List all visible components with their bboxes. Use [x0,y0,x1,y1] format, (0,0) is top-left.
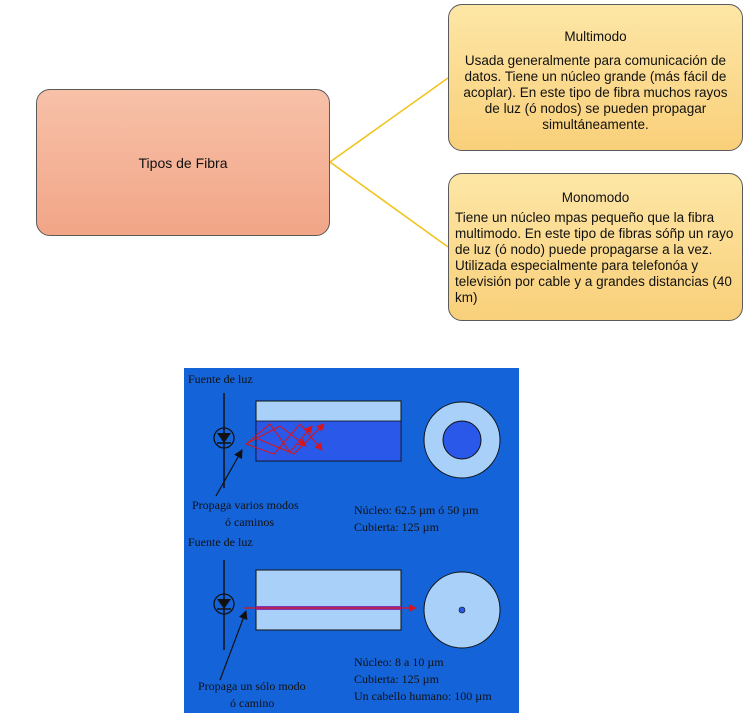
monomodo-description: Tiene un núcleo mpas pequeño que la fibr… [455,210,734,305]
multimode-light-rays [245,423,325,455]
multimode-cladding-spec: Cubierta: 125 µm [354,520,440,534]
multimode-core-cross-section [442,420,482,460]
singlemode-core-cross-section [458,606,466,614]
multimodo-title: Multimodo [564,29,627,44]
monomodo-title: Monomodo [561,190,630,205]
connector-to-monomodo [329,161,449,248]
node-monomodo[interactable]: Monomodo Tiene un núcleo mpas pequeño qu… [448,173,743,321]
singlemode-propagation-line1: Propaga un sólo modo [198,679,306,693]
singlemode-cladding [255,569,402,631]
singlemode-propagation-line2: ó camino [230,696,274,710]
node-tipos-de-fibra-label: Tipos de Fibra [138,154,228,171]
node-tipos-de-fibra[interactable]: Tipos de Fibra [36,89,330,236]
singlemode-led-icon [213,593,235,615]
multimode-pointer-arrow [215,449,243,497]
singlemode-source-label: Fuente de luz [188,535,253,549]
singlemode-pointer-arrow [219,610,248,681]
connector-to-multimodo [329,77,449,163]
singlemode-core-spec: Núcleo: 8 a 10 µm [354,655,444,669]
multimode-core-spec: Núcleo: 62.5 µm ó 50 µm [354,503,479,517]
multimode-core [255,420,402,462]
multimode-source-label: Fuente de luz [188,372,253,386]
singlemode-cladding-spec: Cubierta: 125 µm [354,672,440,686]
fiber-optic-illustration: Fuente de luz Propaga varios modos ó cam… [184,368,519,713]
multimode-led-icon [213,427,235,449]
multimodo-description: Usada generalmente para comunicación de … [463,53,728,132]
multimode-propagation-line1: Propaga varios modos [192,498,299,512]
multimode-propagation-line2: ó caminos [225,515,274,529]
node-multimodo[interactable]: Multimodo Usada generalmente para comuni… [448,4,743,151]
singlemode-hair-spec: Un cabello humano: 100 µm [354,689,492,703]
